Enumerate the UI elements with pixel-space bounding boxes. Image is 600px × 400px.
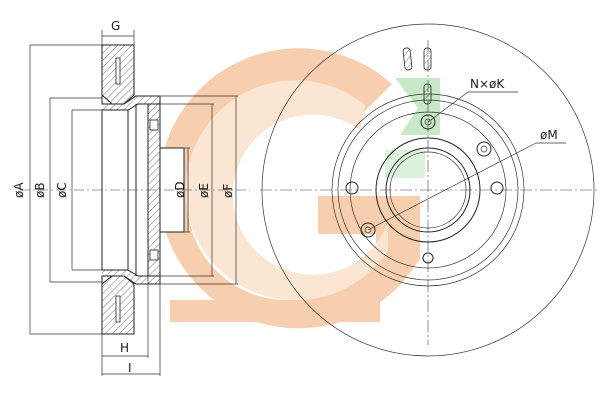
bolt-hole-bottom-left-inner xyxy=(364,226,372,234)
label-b: øB xyxy=(33,182,47,198)
label-nk: N×øK xyxy=(470,77,505,91)
label-e: øE xyxy=(197,183,211,198)
dimension-lines xyxy=(29,30,238,376)
leader-nk xyxy=(427,91,469,123)
stud-hole-upper xyxy=(149,119,159,131)
label-d: øD xyxy=(173,181,187,198)
lower-vent xyxy=(115,295,121,323)
label-c: øC xyxy=(55,182,69,198)
label-h: H xyxy=(120,341,129,355)
bolt-holes xyxy=(345,114,504,264)
cross-section-view xyxy=(20,44,250,335)
bolt-hole-top-right xyxy=(476,141,492,157)
label-m: øM xyxy=(540,128,558,142)
leader-m xyxy=(367,142,537,231)
bolt-hole-left xyxy=(345,181,359,195)
label-i: I xyxy=(128,361,132,375)
logo-green-stripe xyxy=(385,150,425,178)
slot-2 xyxy=(423,47,432,71)
bolt-hole-bottom-left xyxy=(360,222,376,238)
bolt-hole-top-right-inner xyxy=(480,145,488,153)
slot-3 xyxy=(423,83,432,105)
stud-hole-lower xyxy=(149,249,159,261)
front-view: N×øK øM xyxy=(260,23,598,357)
logo-orange-bar xyxy=(170,300,380,322)
slot-1 xyxy=(402,47,413,71)
cooling-slots xyxy=(402,47,432,105)
label-a: øA xyxy=(12,182,26,198)
bolt-hole-right xyxy=(490,181,504,195)
label-f: øF xyxy=(221,184,235,198)
label-g: G xyxy=(111,19,120,33)
upper-vent xyxy=(115,57,121,85)
dimension-labels: G øA øB øC øD øE øF H I xyxy=(12,19,235,375)
